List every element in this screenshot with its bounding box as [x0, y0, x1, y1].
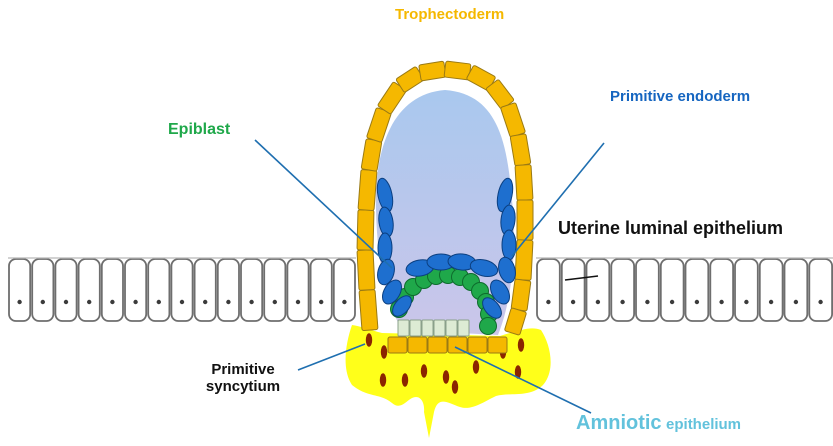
uterine-nucleus-icon — [133, 300, 137, 304]
amniotic-cell-icon — [458, 320, 469, 336]
uterine-cell-icon — [710, 259, 733, 321]
trophectoderm-cell-icon — [357, 250, 375, 291]
uterine-cell-icon — [334, 259, 355, 321]
nucleus-icon — [473, 360, 479, 374]
uterine-nucleus-icon — [695, 300, 699, 304]
uterine-cell-icon — [195, 259, 216, 321]
uterine-cell-icon — [171, 259, 192, 321]
uterine-nucleus-icon — [273, 300, 277, 304]
nucleus-icon — [518, 338, 524, 352]
uterine-nucleus-icon — [87, 300, 91, 304]
uterine-cell-icon — [9, 259, 30, 321]
uterine-nucleus-icon — [645, 300, 649, 304]
uterine-cell-icon — [264, 259, 285, 321]
uterine-nucleus-icon — [110, 300, 114, 304]
uterine-nucleus-icon — [744, 300, 748, 304]
uterine-cell-icon — [735, 259, 758, 321]
uterine-nucleus-icon — [226, 300, 230, 304]
uterine-nucleus-icon — [157, 300, 161, 304]
uterine-cell-icon — [102, 259, 123, 321]
nucleus-icon — [452, 380, 458, 394]
label-primitive-syncytium-line1: Primitive — [188, 361, 298, 378]
amniotic-cell-icon — [410, 320, 421, 336]
uterine-cell-icon — [587, 259, 610, 321]
uterine-cell-icon — [562, 259, 585, 321]
uterine-nucleus-icon — [180, 300, 184, 304]
trophectoderm-cell-icon — [515, 165, 533, 201]
uterine-cell-icon — [55, 259, 76, 321]
uterine-nucleus-icon — [249, 300, 253, 304]
uterine-cell-icon — [785, 259, 808, 321]
uterine-cell-icon — [125, 259, 146, 321]
label-primitive-syncytium-line2: syncytium — [188, 378, 298, 395]
uterine-cell-icon — [32, 259, 53, 321]
uterine-nucleus-icon — [203, 300, 207, 304]
uterine-cell-icon — [661, 259, 684, 321]
endoderm-cell-icon — [378, 233, 392, 263]
endoderm-cell-icon — [502, 230, 516, 260]
nucleus-icon — [380, 373, 386, 387]
trophectoderm-cell-icon — [359, 289, 378, 330]
trophectoderm-cell-icon — [468, 337, 487, 353]
uterine-nucleus-icon — [571, 300, 575, 304]
label-primitive-endoderm: Primitive endoderm — [610, 88, 750, 105]
uterine-cell-icon — [537, 259, 560, 321]
label-uterine-luminal-epithelium: Uterine luminal epithelium — [558, 218, 783, 239]
nucleus-icon — [381, 345, 387, 359]
trophectoderm-cell-icon — [488, 337, 507, 353]
uterine-nucleus-icon — [818, 300, 822, 304]
uterine-nucleus-icon — [596, 300, 600, 304]
uterine-cell-icon — [148, 259, 169, 321]
uterine-nucleus-icon — [769, 300, 773, 304]
uterine-cell-icon — [241, 259, 262, 321]
trophectoderm-cell-icon — [515, 240, 533, 281]
uterine-epithelium-right — [536, 258, 833, 321]
uterine-cell-icon — [311, 259, 332, 321]
nucleus-icon — [421, 364, 427, 378]
nucleus-icon — [443, 370, 449, 384]
label-amniotic-word: Amniotic — [576, 412, 662, 434]
uterine-nucleus-icon — [342, 300, 346, 304]
uterine-nucleus-icon — [719, 300, 723, 304]
uterine-cell-icon — [760, 259, 783, 321]
uterine-nucleus-icon — [670, 300, 674, 304]
label-epithelium-word: epithelium — [666, 416, 741, 433]
uterine-nucleus-icon — [319, 300, 323, 304]
uterine-nucleus-icon — [41, 300, 45, 304]
label-epiblast: Epiblast — [168, 121, 230, 139]
amniotic-epithelium-cells — [398, 320, 469, 336]
label-trophectoderm: Trophectoderm — [395, 6, 504, 23]
uterine-nucleus-icon — [296, 300, 300, 304]
uterine-nucleus-icon — [620, 300, 624, 304]
uterine-nucleus-icon — [17, 300, 21, 304]
uterine-cell-icon — [79, 259, 100, 321]
uterine-cell-icon — [636, 259, 659, 321]
label-primitive-syncytium: Primitive syncytium — [188, 361, 298, 396]
nucleus-icon — [402, 373, 408, 387]
nucleus-icon — [366, 333, 372, 347]
uterine-cell-icon — [218, 259, 239, 321]
amniotic-cell-icon — [434, 320, 445, 336]
uterine-nucleus-icon — [546, 300, 550, 304]
uterine-nucleus-icon — [794, 300, 798, 304]
trophectoderm-cell-icon — [388, 337, 407, 353]
uterine-cell-icon — [809, 259, 832, 321]
trophectoderm-cell-icon — [500, 102, 525, 137]
label-amniotic-epithelium: Amniotic epithelium — [576, 412, 741, 435]
trophectoderm-cell-icon — [510, 134, 531, 167]
uterine-cell-icon — [686, 259, 709, 321]
epiblast-cell-icon — [480, 318, 497, 335]
amniotic-cell-icon — [422, 320, 433, 336]
trophectoderm-cell-icon — [408, 337, 427, 353]
uterine-cell-icon — [611, 259, 634, 321]
uterine-cell-icon — [287, 259, 308, 321]
uterine-epithelium-left — [8, 258, 356, 321]
trophectoderm-cell-icon — [428, 337, 447, 353]
amniotic-cell-icon — [446, 320, 457, 336]
trophectoderm-cell-icon — [419, 61, 447, 81]
uterine-nucleus-icon — [64, 300, 68, 304]
amniotic-cell-icon — [398, 320, 409, 336]
trophectoderm-cell-icon — [511, 279, 531, 311]
trophectoderm-cell-icon — [358, 169, 377, 210]
